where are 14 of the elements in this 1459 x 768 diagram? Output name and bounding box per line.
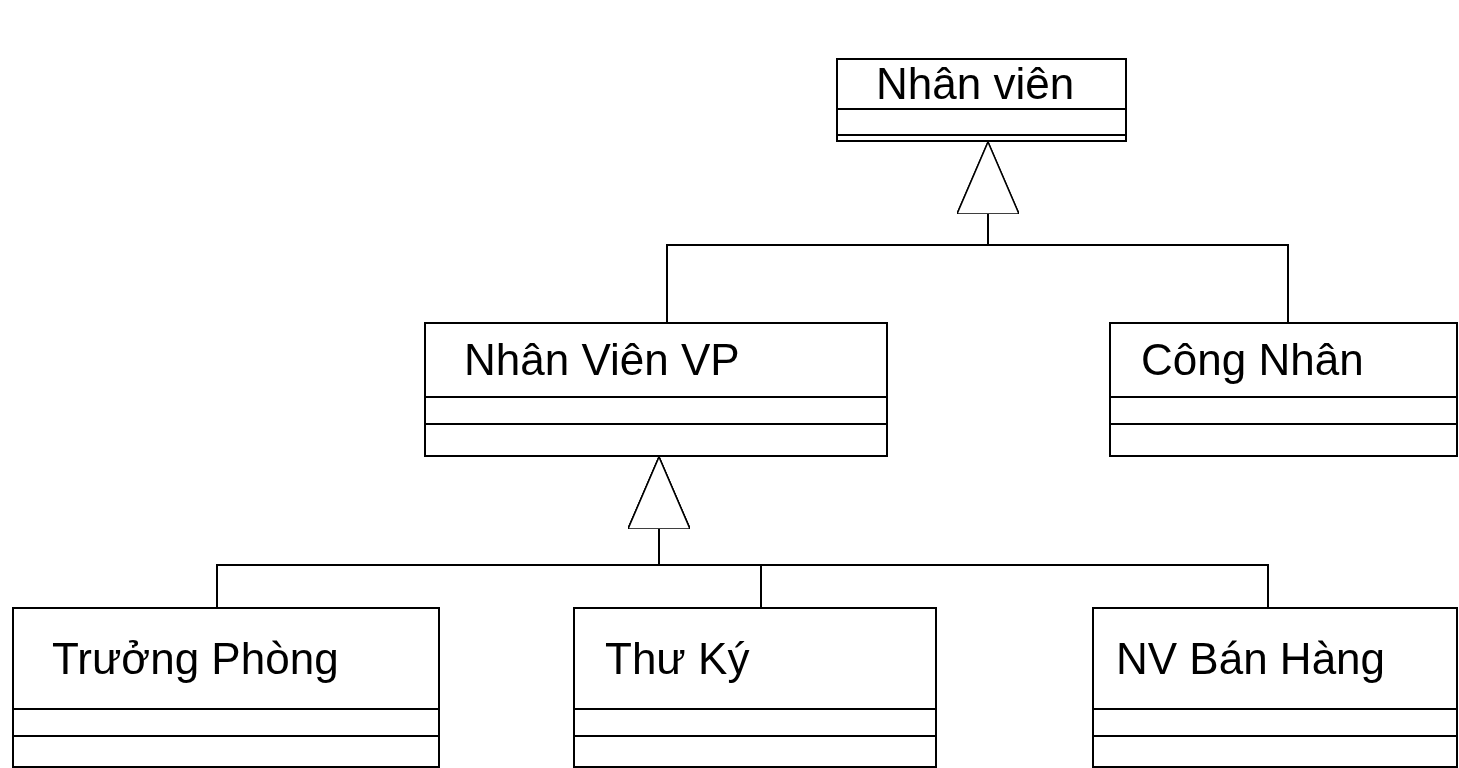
inheritance-arrow	[627, 456, 1269, 608]
class-name: NV Bán Hàng	[1116, 636, 1386, 681]
class-box	[573, 607, 937, 768]
class-box	[424, 322, 888, 457]
class-box	[1109, 322, 1458, 457]
class-name: Nhân viên	[876, 62, 1075, 106]
class-name: Thư Ký	[605, 636, 750, 681]
class-name: Trưởng Phòng	[52, 636, 339, 681]
class-box	[12, 607, 440, 768]
class-box	[1092, 607, 1458, 768]
class-name: Công Nhân	[1141, 338, 1364, 382]
inheritance-arrow	[956, 141, 1289, 323]
class-name: Nhân Viên VP	[464, 338, 740, 382]
class-box	[836, 58, 1127, 142]
